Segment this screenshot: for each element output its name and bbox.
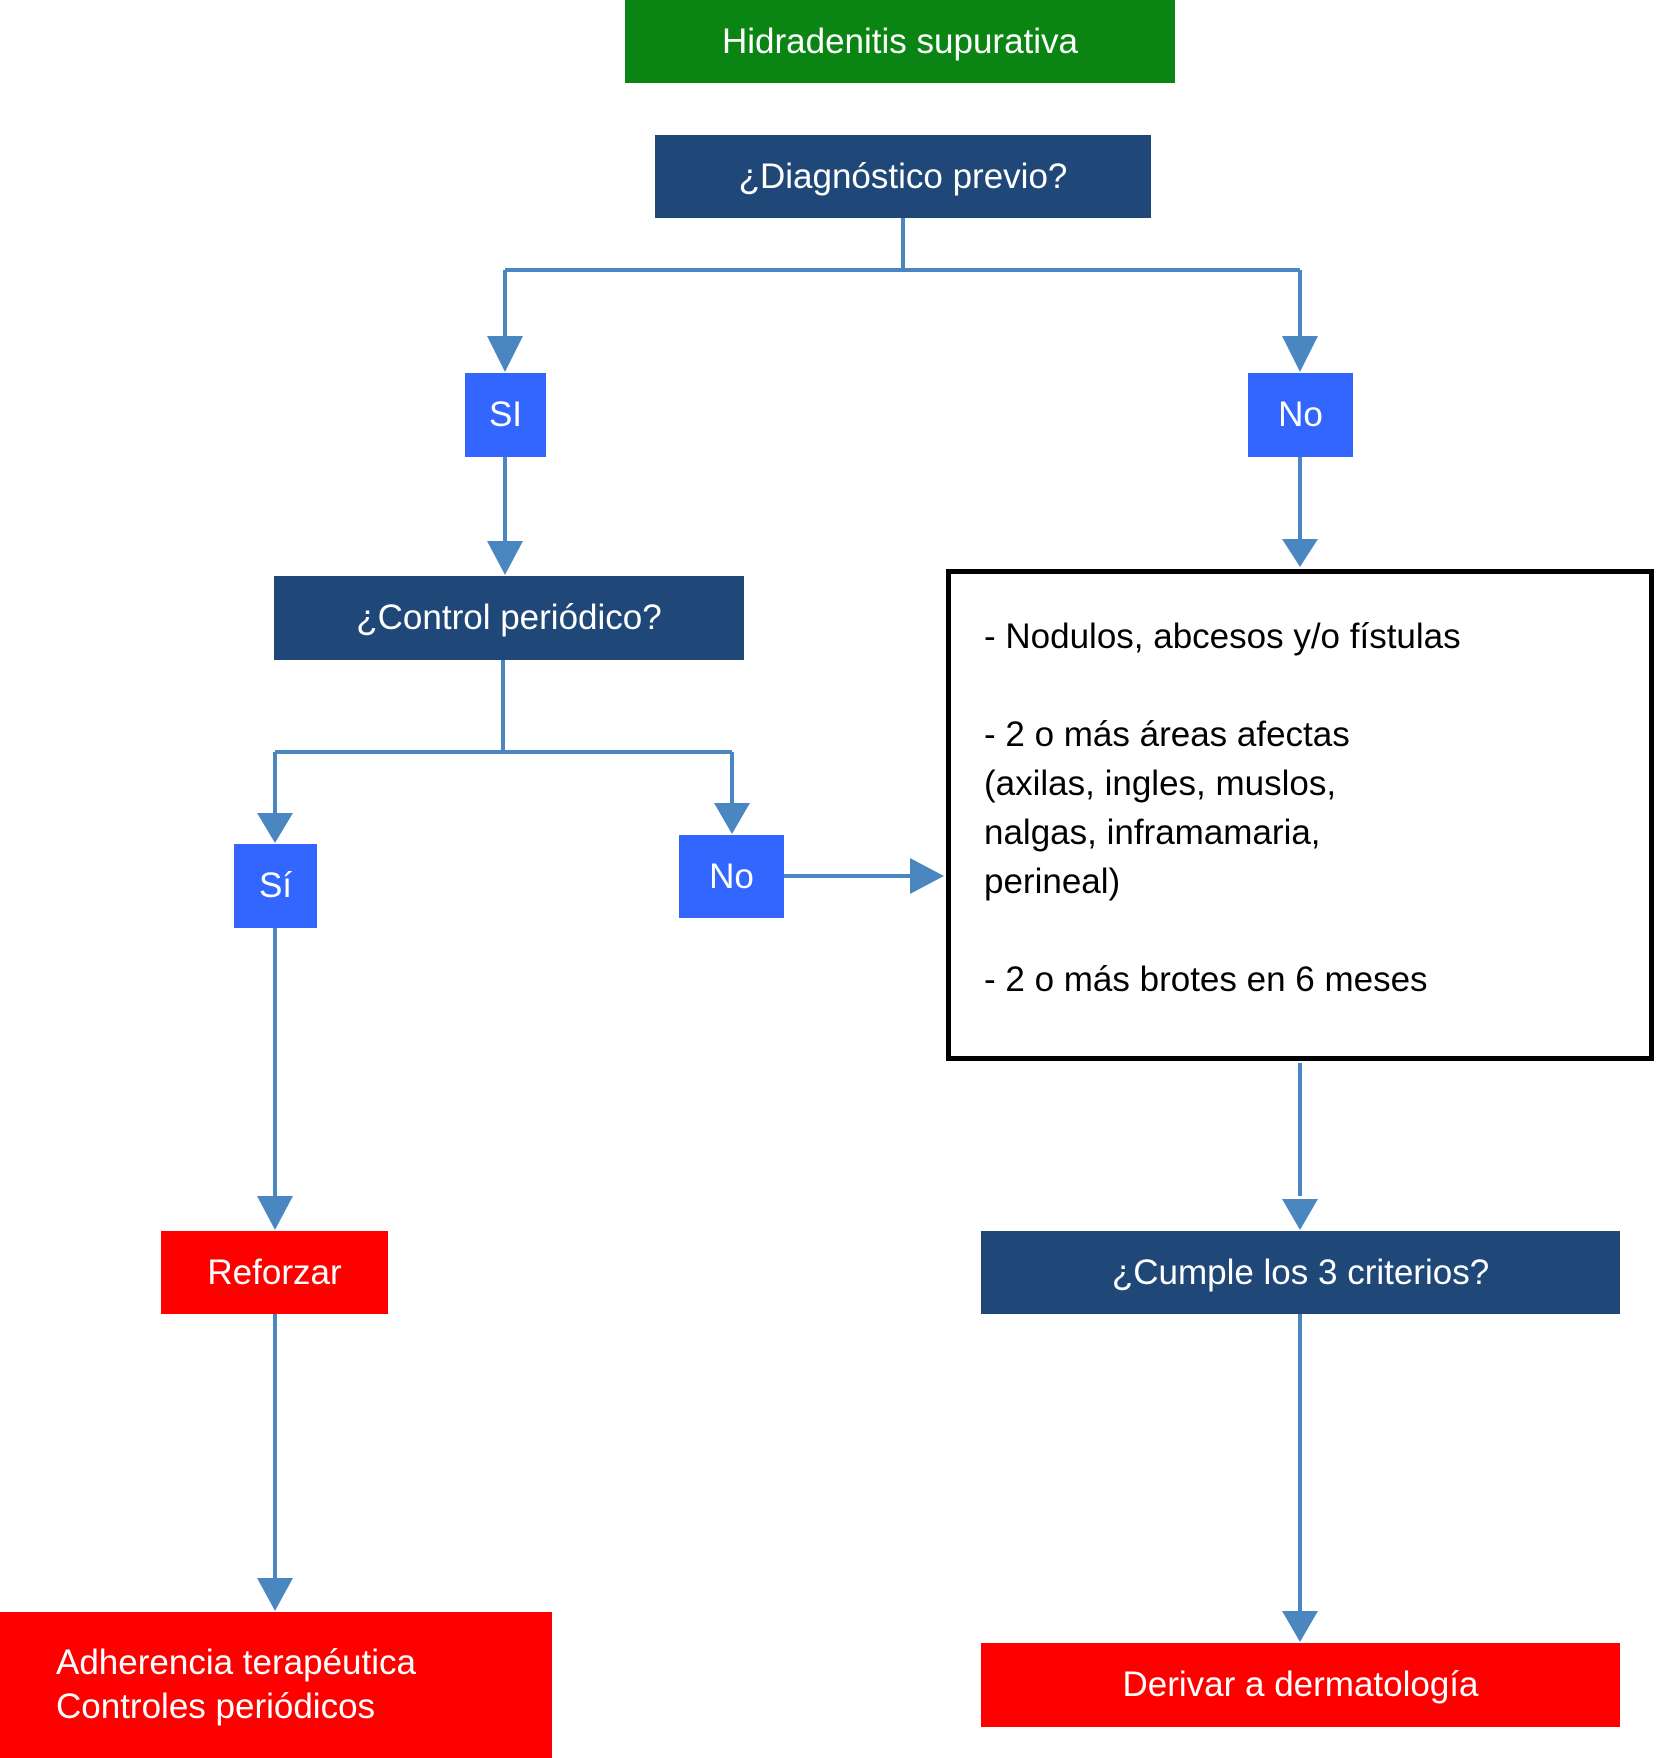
start-node-label: Hidradenitis supurativa (721, 21, 1078, 61)
action-reinforce-label: Reforzar (207, 1252, 342, 1292)
criteria-item-flares: - 2 o más brotes en 6 meses (984, 960, 1428, 999)
action-reinforce-node: Reforzar (161, 1231, 388, 1314)
answer-yes-diagnosis-label: SI (488, 395, 523, 434)
answer-yes-control-node: Sí (234, 844, 317, 928)
criteria-item-areas: - 2 o más áreas afectas (axilas, ingles,… (984, 715, 1350, 901)
question-control-label: ¿Control periódico? (356, 598, 662, 637)
outcome-adherence-line1: Adherencia terapéutica (56, 1643, 416, 1682)
outcome-refer-label: Derivar a dermatología (1122, 1665, 1479, 1704)
criteria-box: - Nodulos, abcesos y/o fístulas - 2 o má… (946, 569, 1654, 1061)
answer-no-control-label: No (709, 856, 754, 896)
outcome-adherence-node: Adherencia terapéutica Controles periódi… (0, 1612, 552, 1758)
answer-yes-diagnosis-node: SI (465, 373, 546, 457)
question-control-node: ¿Control periódico? (274, 576, 744, 660)
question-criteria-node: ¿Cumple los 3 criterios? (981, 1231, 1620, 1314)
question-criteria-label: ¿Cumple los 3 criterios? (1111, 1252, 1490, 1292)
answer-no-control-node: No (679, 835, 784, 918)
question-diagnosis-label: ¿Diagnóstico previo? (738, 156, 1068, 196)
answer-yes-control-label: Sí (258, 866, 293, 905)
outcome-adherence-line2: Controles periódicos (56, 1687, 376, 1726)
question-diagnosis-node: ¿Diagnóstico previo? (655, 135, 1151, 218)
answer-no-diagnosis-node: No (1248, 373, 1353, 457)
criteria-item-lesions: - Nodulos, abcesos y/o fístulas (984, 617, 1461, 656)
answer-no-diagnosis-label: No (1278, 395, 1323, 434)
outcome-refer-node: Derivar a dermatología (981, 1643, 1620, 1727)
start-node-title: Hidradenitis supurativa (625, 0, 1175, 83)
